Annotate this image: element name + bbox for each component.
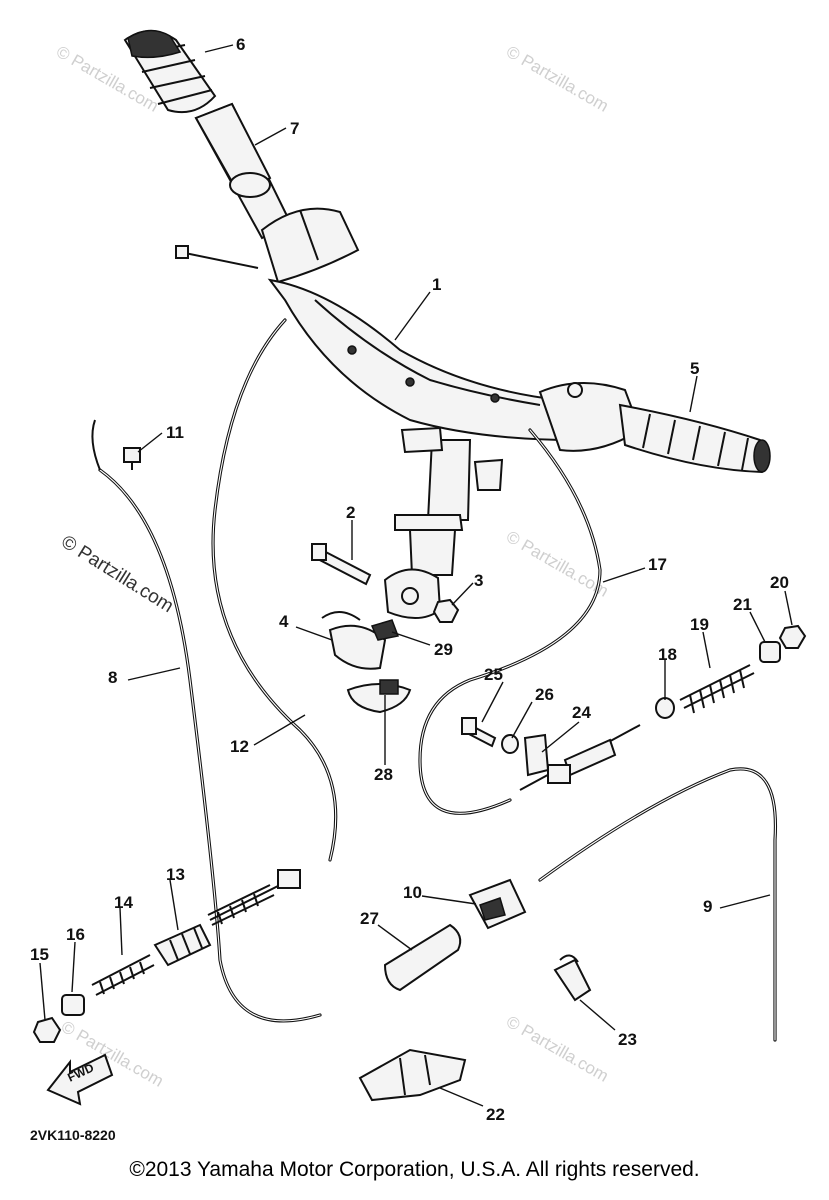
callout-18: 18	[658, 645, 677, 664]
diagram-code: 2VK110-8220	[30, 1127, 116, 1143]
callout-6: 6	[236, 35, 245, 54]
watermark: © Partzilla.com	[57, 531, 177, 617]
callout-14: 14	[114, 893, 133, 912]
callout-21: 21	[733, 595, 752, 614]
callout-1: 1	[432, 275, 441, 294]
watermark: © Partzilla.com	[503, 527, 612, 601]
watermark: © Partzilla.com	[503, 1012, 612, 1086]
left-grip	[123, 29, 217, 114]
fwd-arrow: FWD	[46, 1053, 114, 1106]
right-grip	[618, 403, 771, 474]
callout-16: 16	[66, 925, 85, 944]
callout-15: 15	[30, 945, 49, 964]
callout-22: 22	[486, 1105, 505, 1124]
callout-26: 26	[535, 685, 554, 704]
copyright-notice: ©2013 Yamaha Motor Corporation, U.S.A. A…	[129, 1158, 700, 1181]
callout-2: 2	[346, 503, 355, 522]
callout-8: 8	[108, 668, 117, 687]
callout-27: 27	[360, 909, 379, 928]
callouts: 6 7 1 5 11 2 3 17 20 21 19 4 29 18 25 8 …	[30, 35, 789, 1124]
callout-13: 13	[166, 865, 185, 884]
callout-29: 29	[434, 640, 453, 659]
callout-5: 5	[690, 359, 699, 378]
callout-28: 28	[374, 765, 393, 784]
watermark: © Partzilla.com	[503, 42, 612, 116]
callout-4: 4	[279, 612, 289, 631]
callout-19: 19	[690, 615, 709, 634]
cables	[91, 318, 778, 1042]
callout-17: 17	[648, 555, 667, 574]
callout-10: 10	[403, 883, 422, 902]
callout-7: 7	[290, 119, 299, 138]
callout-23: 23	[618, 1030, 637, 1049]
callout-12: 12	[230, 737, 249, 756]
callout-20: 20	[770, 573, 789, 592]
callout-9: 9	[703, 897, 712, 916]
callout-11: 11	[166, 423, 184, 442]
callout-24: 24	[572, 703, 591, 722]
small-parts	[32, 447, 807, 1102]
callout-25: 25	[484, 665, 503, 684]
throttle-tube	[194, 102, 272, 198]
leader-lines	[39, 44, 793, 1107]
callout-3: 3	[474, 571, 483, 590]
